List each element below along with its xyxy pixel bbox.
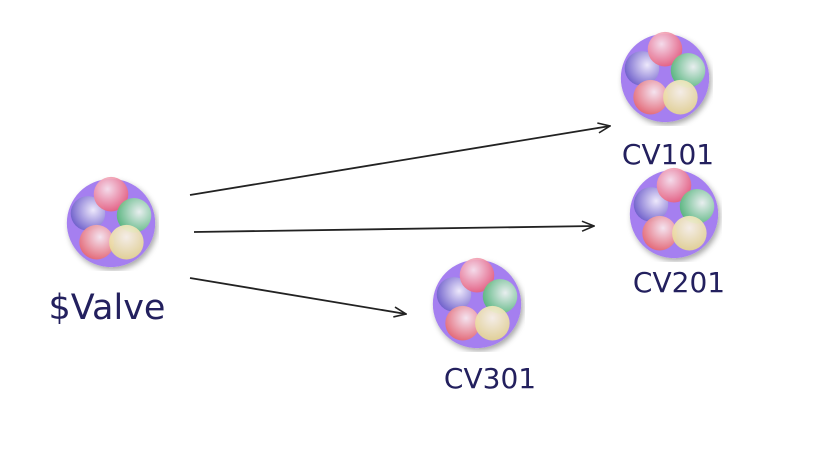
component-cluster-icon xyxy=(67,177,155,267)
node-label-cv201: CV201 xyxy=(632,266,726,299)
component-cluster-icon xyxy=(621,32,709,122)
component-cluster-icon xyxy=(433,258,521,348)
edge-valve-to-cv301 xyxy=(189,277,406,314)
edge-valve-to-cv101 xyxy=(189,126,610,196)
node-label-valve: $Valve xyxy=(48,288,166,328)
component-cluster-icon xyxy=(630,168,718,258)
edge-valve-to-cv201 xyxy=(193,226,594,233)
node-label-cv301: CV301 xyxy=(443,362,537,395)
node-label-cv101: CV101 xyxy=(621,138,715,171)
